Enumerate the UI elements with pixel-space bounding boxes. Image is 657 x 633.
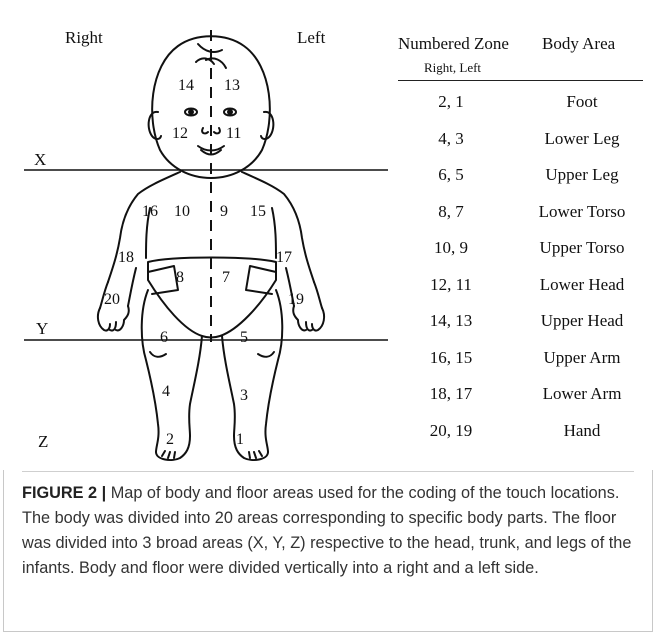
table-row: 10, 9 Upper Torso	[398, 230, 643, 267]
zone-20: 20	[104, 291, 120, 308]
figure-caption: FIGURE 2 | Map of body and floor areas u…	[22, 481, 640, 581]
table-row: 16, 15 Upper Arm	[398, 340, 643, 377]
zone-5: 5	[240, 329, 248, 346]
row-zone: 18, 17	[398, 384, 504, 404]
row-zone: 16, 15	[398, 348, 504, 368]
row-zone: 20, 19	[398, 421, 504, 441]
side-label-left: Left	[297, 28, 325, 48]
zone-14: 14	[178, 77, 194, 94]
figure-panel: 14 13 12 11 10 9 16 15 18 17 8 7 20 19 6…	[0, 0, 657, 470]
row-zone: 2, 1	[398, 92, 504, 112]
row-zone: 8, 7	[398, 202, 504, 222]
zone-4: 4	[162, 383, 170, 400]
table-row: 18, 17 Lower Arm	[398, 376, 643, 413]
floor-zone-z: Z	[38, 432, 48, 452]
table-row: 6, 5 Upper Leg	[398, 157, 643, 194]
row-area: Upper Torso	[522, 238, 642, 258]
row-zone: 14, 13	[398, 311, 504, 331]
table-header-rule	[398, 80, 643, 81]
zone-7: 7	[222, 269, 230, 286]
row-zone: 6, 5	[398, 165, 504, 185]
caption-text: Map of body and floor areas used for the…	[22, 484, 631, 577]
zone-13: 13	[224, 77, 240, 94]
row-area: Lower Torso	[522, 202, 642, 222]
row-area: Upper Head	[522, 311, 642, 331]
floor-zone-y: Y	[36, 319, 48, 339]
zone-18: 18	[118, 249, 134, 266]
table-header-area: Body Area	[542, 34, 615, 54]
table-row: 14, 13 Upper Head	[398, 303, 643, 340]
zone-1: 1	[236, 431, 244, 448]
row-area: Upper Leg	[522, 165, 642, 185]
row-area: Lower Arm	[522, 384, 642, 404]
table-header-zone: Numbered Zone	[398, 34, 509, 54]
table-row: 20, 19 Hand	[398, 413, 643, 450]
zone-12: 12	[172, 125, 188, 142]
zone-10: 10	[174, 203, 190, 220]
row-area: Foot	[522, 92, 642, 112]
row-zone: 4, 3	[398, 129, 504, 149]
row-area: Upper Arm	[522, 348, 642, 368]
floor-zone-x: X	[34, 150, 46, 170]
zone-9: 9	[220, 203, 228, 220]
table-row: 8, 7 Lower Torso	[398, 194, 643, 231]
zone-6: 6	[160, 329, 168, 346]
table-row: 12, 11 Lower Head	[398, 267, 643, 304]
zone-16: 16	[142, 203, 158, 220]
caption-divider	[22, 471, 634, 472]
table-header-zone-sub: Right, Left	[424, 60, 481, 76]
zone-17: 17	[276, 249, 292, 266]
row-area: Lower Head	[522, 275, 642, 295]
row-zone: 12, 11	[398, 275, 504, 295]
zone-11: 11	[226, 125, 241, 142]
zone-19: 19	[288, 291, 304, 308]
row-area: Hand	[522, 421, 642, 441]
zone-15: 15	[250, 203, 266, 220]
figure-label: FIGURE 2 |	[22, 484, 106, 502]
side-label-right: Right	[65, 28, 103, 48]
zone-2: 2	[166, 431, 174, 448]
infant-body-map: 14 13 12 11 10 9 16 15 18 17 8 7 20 19 6…	[0, 0, 400, 470]
zone-8: 8	[176, 269, 184, 286]
table-row: 2, 1 Foot	[398, 84, 643, 121]
row-zone: 10, 9	[398, 238, 504, 258]
table-row: 4, 3 Lower Leg	[398, 121, 643, 158]
row-area: Lower Leg	[522, 129, 642, 149]
zone-3: 3	[240, 387, 248, 404]
